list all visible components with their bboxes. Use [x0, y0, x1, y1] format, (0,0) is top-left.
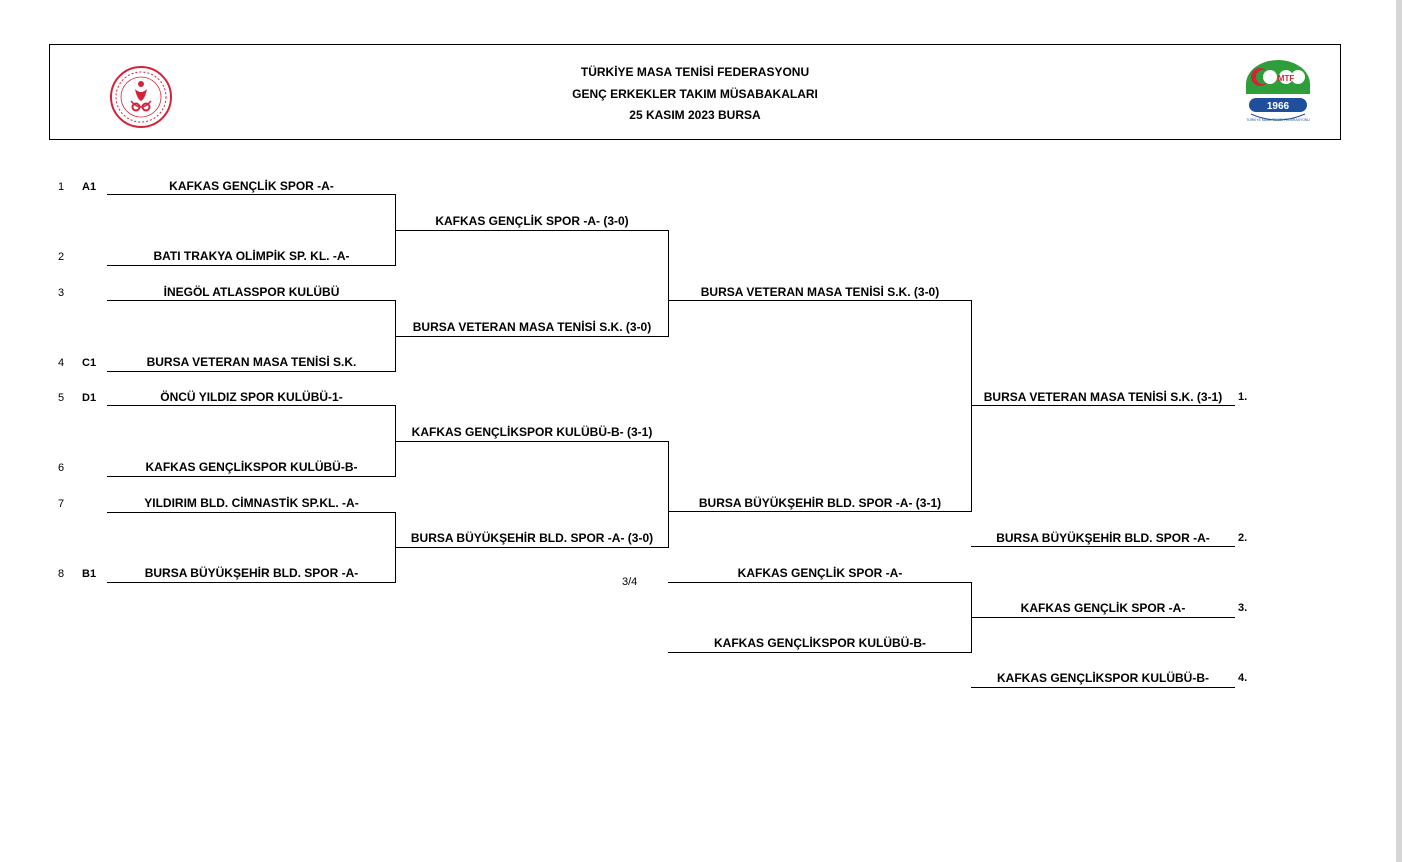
- seed-label: C1: [82, 357, 97, 369]
- second-line: [971, 546, 1235, 547]
- r1-line: [107, 300, 396, 301]
- header-title: TÜRKİYE MASA TENİSİ FEDERASYONU: [580, 65, 810, 79]
- federation-logo-letters: MTF: [1278, 74, 1295, 83]
- third-place: KAFKAS GENÇLİK SPOR -A-: [1020, 601, 1186, 615]
- final-line: [971, 405, 1235, 406]
- r1-line: [107, 265, 396, 266]
- r1-team: BATI TRAKYA OLİMPİK SP. KL. -A-: [153, 249, 350, 263]
- draw-number: 6: [58, 462, 65, 474]
- r2-line: [395, 547, 669, 548]
- third-match-team: KAFKAS GENÇLİK SPOR -A-: [737, 566, 903, 580]
- r2-line: [395, 230, 669, 231]
- r1-line: [107, 405, 396, 406]
- draw-number: 2: [58, 251, 65, 263]
- ministry-logo: [110, 66, 172, 128]
- federation-logo-year: 1966: [1267, 101, 1290, 112]
- r2-winner: BURSA BÜYÜKŞEHİR BLD. SPOR -A- (3-0): [410, 531, 654, 545]
- r1-team: YILDIRIM BLD. CİMNASTİK SP.KL. -A-: [144, 496, 359, 510]
- r2-connector: [668, 441, 669, 548]
- federation-logo: MTF 1966 TÜRKİYE MASA TENİSİ FEDERASYONU: [1246, 60, 1310, 122]
- third-match-line: [668, 582, 972, 583]
- third-line: [971, 617, 1235, 618]
- document-header: TÜRKİYE MASA TENİSİ FEDERASYONU GENÇ ERK…: [49, 44, 1341, 140]
- place-label: 1.: [1238, 391, 1248, 403]
- r2-line: [395, 441, 669, 442]
- r1-team: KAFKAS GENÇLİK SPOR -A-: [169, 179, 334, 193]
- draw-number: 8: [58, 568, 65, 580]
- r2-line: [395, 336, 669, 337]
- place-label: 3.: [1238, 602, 1248, 614]
- runner-up: BURSA BÜYÜKŞEHİR BLD. SPOR -A-: [996, 531, 1210, 545]
- third-match-label: 3/4: [622, 576, 638, 588]
- r2-connector: [668, 230, 669, 337]
- r2-winner: BURSA VETERAN MASA TENİSİ S.K. (3-0): [412, 320, 652, 334]
- draw-number: 3: [58, 287, 65, 299]
- champion: BURSA VETERAN MASA TENİSİ S.K. (3-1): [983, 390, 1223, 404]
- scrollbar[interactable]: [1396, 0, 1402, 862]
- draw-number: 4: [58, 357, 65, 369]
- semi-connector: [971, 300, 972, 512]
- r1-team: ÖNCÜ YILDIZ SPOR KULÜBÜ-1-: [160, 390, 343, 404]
- draw-number: 5: [58, 392, 65, 404]
- third-match-team: KAFKAS GENÇLİKSPOR KULÜBÜ-B-: [714, 636, 926, 650]
- third-match-line: [668, 652, 972, 653]
- r2-winner: KAFKAS GENÇLİKSPOR KULÜBÜ-B- (3-1): [411, 425, 653, 439]
- place-label: 4.: [1238, 672, 1248, 684]
- r1-team: BURSA VETERAN MASA TENİSİ S.K.: [146, 355, 357, 369]
- semi-winner: BURSA VETERAN MASA TENİSİ S.K. (3-0): [700, 285, 940, 299]
- draw-number: 7: [58, 498, 65, 510]
- seed-label: D1: [82, 392, 97, 404]
- fourth-line: [971, 687, 1235, 688]
- r1-line: [107, 371, 396, 372]
- seed-label: B1: [82, 568, 97, 580]
- r1-team: KAFKAS GENÇLİKSPOR KULÜBÜ-B-: [145, 460, 358, 474]
- seed-label: A1: [82, 181, 97, 193]
- r1-team: BURSA BÜYÜKŞEHİR BLD. SPOR -A-: [144, 566, 359, 580]
- header-subtitle: GENÇ ERKEKLER TAKIM MÜSABAKALARI: [572, 87, 818, 101]
- r1-line: [107, 582, 396, 583]
- r1-line: [107, 512, 396, 513]
- header-date: 25 KASIM 2023 BURSA: [629, 108, 761, 122]
- semi-winner: BURSA BÜYÜKŞEHİR BLD. SPOR -A- (3-1): [698, 496, 942, 510]
- federation-logo-caption: TÜRKİYE MASA TENİSİ FEDERASYONU: [1246, 117, 1310, 122]
- semi-line: [668, 300, 972, 301]
- place-label: 2.: [1238, 532, 1248, 544]
- r2-winner: KAFKAS GENÇLİK SPOR -A- (3-0): [435, 214, 629, 228]
- r1-team: İNEGÖL ATLASSPOR KULÜBÜ: [163, 285, 340, 299]
- fourth-place: KAFKAS GENÇLİKSPOR KULÜBÜ-B-: [997, 671, 1209, 685]
- r1-line: [107, 476, 396, 477]
- semi-line: [668, 511, 972, 512]
- draw-number: 1: [58, 181, 65, 193]
- r1-line: [107, 194, 396, 195]
